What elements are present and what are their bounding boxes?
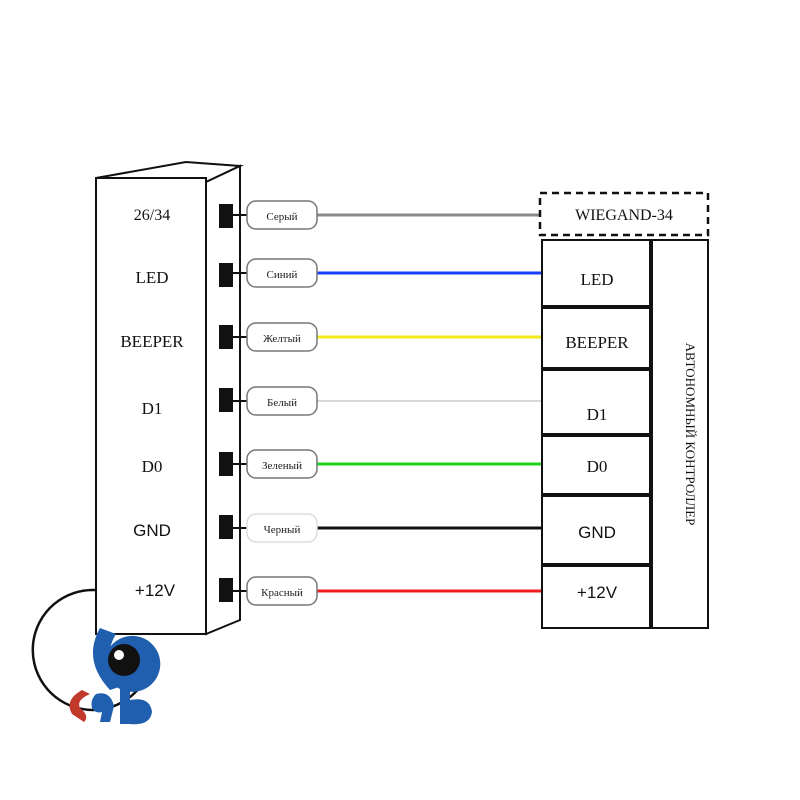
controller-terminal-d0: D0 bbox=[587, 457, 608, 476]
controller-terminal-d1: D1 bbox=[587, 405, 608, 424]
controller-terminal-gnd: GND bbox=[578, 523, 616, 542]
controller-side-label: АВТОНОМНЫЙ КОНТРОЛЛЕР bbox=[683, 343, 698, 526]
connector-block bbox=[219, 515, 233, 539]
reader-pin-beeper: BEEPER bbox=[120, 332, 184, 351]
wire-leads bbox=[233, 214, 247, 592]
controller-body bbox=[651, 239, 709, 629]
reader-pin-led: LED bbox=[135, 268, 168, 287]
wire-tag-blue: Синий bbox=[267, 269, 298, 281]
controller-terminal-beeper: BEEPER bbox=[565, 333, 629, 352]
reader-pin-12v: +12V bbox=[135, 581, 176, 600]
wire-tag-black: Черный bbox=[264, 524, 301, 536]
wire-tag-red: Красный bbox=[261, 587, 303, 599]
connector-block bbox=[219, 263, 233, 287]
reader-pin-gnd: GND bbox=[133, 521, 171, 540]
connector-block bbox=[219, 578, 233, 602]
reader-connectors bbox=[219, 204, 233, 602]
brand-logo bbox=[31, 588, 161, 725]
connector-block bbox=[219, 452, 233, 476]
reader-box bbox=[95, 160, 244, 636]
wires bbox=[316, 213, 542, 593]
reader-pin-d0: D0 bbox=[142, 457, 163, 476]
reader-pin-26-34: 26/34 bbox=[134, 207, 170, 224]
wire-tag-yellow: Желтый bbox=[263, 333, 301, 345]
wiegand-label: WIEGAND-34 bbox=[575, 207, 673, 224]
wire-tag-white: Белый bbox=[267, 397, 297, 409]
connector-block bbox=[219, 388, 233, 412]
controller-terminals bbox=[541, 239, 651, 629]
wire-tag-green: Зеленый bbox=[262, 460, 302, 472]
wire-tags: Серый Синий Желтый Белый Зеленый Черный … bbox=[246, 200, 318, 606]
wiegand-terminal bbox=[538, 191, 710, 237]
connector-block bbox=[219, 204, 233, 228]
reader-pin-d1: D1 bbox=[142, 399, 163, 418]
controller-terminal-12v: +12V bbox=[577, 583, 618, 602]
wire-tag-gray: Серый bbox=[266, 211, 297, 223]
controller-terminal-led: LED bbox=[580, 270, 613, 289]
connector-block bbox=[219, 325, 233, 349]
